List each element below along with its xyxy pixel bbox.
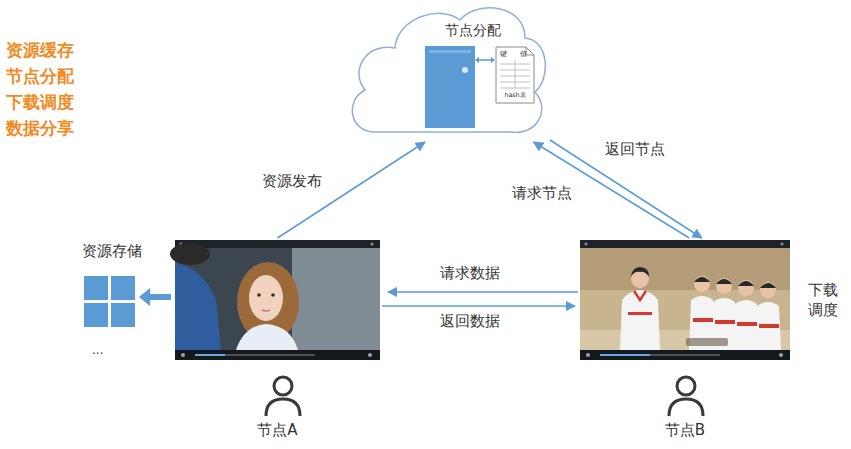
edge-label: 返回节点 (605, 140, 665, 159)
storage-grid (84, 276, 135, 327)
person-icon (266, 377, 300, 416)
connector-arrow (388, 291, 578, 293)
cloud-title: 节点分配 (445, 22, 501, 40)
video-screenshot (170, 240, 380, 360)
cloud-node: 节点分配键 值 hash表 (345, 0, 550, 140)
hash-table: 键 值 hash表 (495, 46, 535, 104)
table-caption: hash表 (495, 91, 535, 99)
edge-label: 返回数据 (440, 312, 500, 331)
ellipsis: ... (92, 343, 103, 358)
connector-arrow (382, 305, 575, 307)
person-icon (669, 377, 703, 416)
storage-label: 资源存储 (82, 242, 142, 261)
feature-label: 资源缓存 (6, 40, 74, 61)
feature-label: 数据分享 (6, 118, 74, 139)
scheduler-label: 下载调度 (808, 281, 838, 320)
storage-arrow (139, 288, 171, 306)
peer-node: 节点B (580, 240, 790, 360)
table-key: 键 (500, 50, 507, 59)
node-label: 节点A (175, 421, 380, 440)
feature-label: 节点分配 (6, 66, 74, 87)
edge-label: 请求数据 (440, 264, 500, 283)
peer-node: 节点A (175, 240, 380, 360)
feature-label: 下载调度 (6, 92, 74, 113)
edge-label: 请求节点 (512, 184, 572, 203)
table-value: 值 (520, 50, 527, 59)
node-label: 节点B (580, 421, 790, 440)
connector-arrow (550, 140, 702, 238)
video-screenshot (580, 240, 790, 360)
edge-label: 资源发布 (262, 172, 322, 191)
